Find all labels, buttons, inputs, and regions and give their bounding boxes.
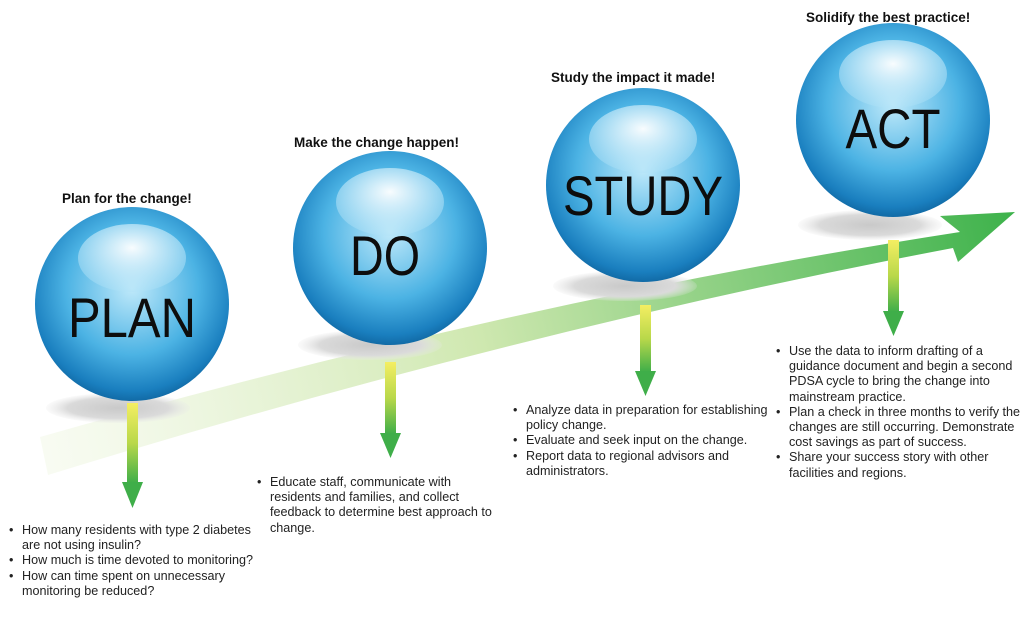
study-bullet-list: Analyze data in preparation for establis… — [512, 403, 774, 479]
act-bullet: Share your success story with other faci… — [775, 450, 1025, 480]
act-orb: ACT — [796, 23, 990, 217]
plan-connector-arrow — [122, 403, 143, 508]
study-orb: STUDY — [546, 88, 740, 282]
do-bullet: Educate staff, communicate with resident… — [256, 475, 500, 536]
plan-bullet: How many residents with type 2 diabetes … — [8, 523, 270, 553]
study-bullet: Report data to regional advisors and adm… — [512, 449, 774, 479]
act-orb-word: ACT — [846, 97, 941, 160]
study-bullet: Analyze data in preparation for establis… — [512, 403, 774, 433]
act-bullet: Plan a check in three months to verify t… — [775, 405, 1025, 451]
study-connector-arrow — [635, 305, 656, 396]
study-caption: Study the impact it made! — [551, 70, 716, 85]
plan-orb-word: PLAN — [68, 286, 196, 349]
plan-bullet-list: How many residents with type 2 diabetes … — [8, 523, 270, 599]
study-bullet: Evaluate and seek input on the change. — [512, 433, 774, 448]
plan-orb: PLAN — [35, 207, 229, 401]
do-bullet-list: Educate staff, communicate with resident… — [256, 475, 500, 536]
do-connector-arrow — [380, 362, 401, 458]
plan-bullet: How can time spent on unnecessary monito… — [8, 569, 270, 599]
plan-caption: Plan for the change! — [62, 191, 192, 206]
act-orb-shadow — [798, 210, 942, 240]
act-bullet-list: Use the data to inform drafting of a gui… — [775, 344, 1025, 481]
do-orb-word: DO — [350, 224, 420, 287]
plan-bullet: How much is time devoted to monitoring? — [8, 553, 270, 568]
trend-arrow — [40, 212, 1015, 475]
plan-orb-shadow — [46, 393, 190, 423]
do-orb: DO — [293, 151, 487, 345]
do-caption: Make the change happen! — [294, 135, 460, 150]
act-connector-arrow — [883, 240, 904, 336]
study-orb-word: STUDY — [563, 164, 723, 227]
act-caption: Solidify the best practice! — [806, 10, 971, 25]
act-bullet: Use the data to inform drafting of a gui… — [775, 344, 1025, 405]
